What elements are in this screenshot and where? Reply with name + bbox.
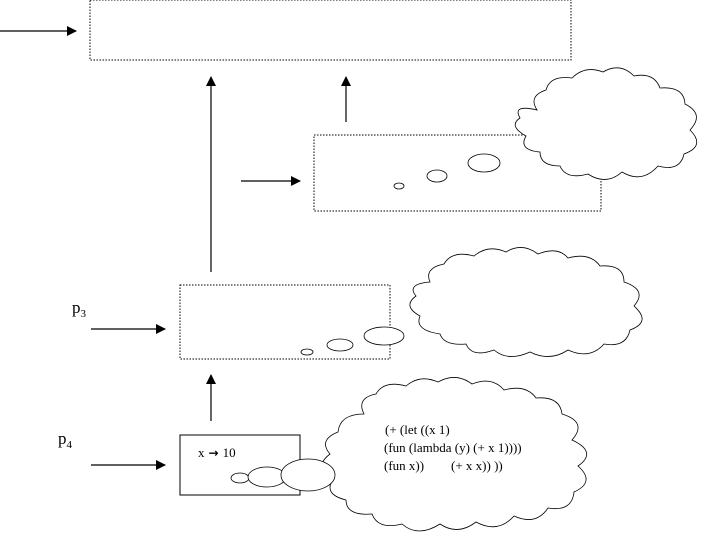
code-line-3-right: (+ x x)) )) xyxy=(451,458,503,473)
p3-thought-bubble-small xyxy=(300,348,314,356)
p3-cloud xyxy=(409,247,643,357)
middle-thought-bubble-medium xyxy=(426,169,448,183)
middle-cloud xyxy=(514,67,698,180)
p4-label: p4 xyxy=(58,429,73,451)
p4-thought-bubble-large xyxy=(280,458,336,492)
p4-cloud xyxy=(321,377,587,532)
p3-label: p3 xyxy=(72,298,87,320)
code-line-2: (fun (lambda (y) (+ x 1)))) xyxy=(384,440,522,455)
binding-arrow-icon: → xyxy=(209,446,219,460)
code-line-3-left: (fun x)) xyxy=(384,458,424,473)
top-frame-box xyxy=(89,0,572,61)
p3-thought-bubble-large xyxy=(363,326,405,346)
code-line-1: (+ (let ((x 1) xyxy=(385,422,450,437)
middle-thought-bubble-large xyxy=(467,153,501,173)
p3-thought-bubble-medium xyxy=(326,338,354,352)
binding-entry: x→10 xyxy=(198,445,236,460)
p4-thought-bubble-small xyxy=(230,472,250,484)
p4-thought-bubble-medium xyxy=(247,466,287,488)
p3-frame-box xyxy=(179,284,391,360)
middle-thought-bubble-small xyxy=(393,182,405,190)
p4-frame-box xyxy=(179,434,301,496)
